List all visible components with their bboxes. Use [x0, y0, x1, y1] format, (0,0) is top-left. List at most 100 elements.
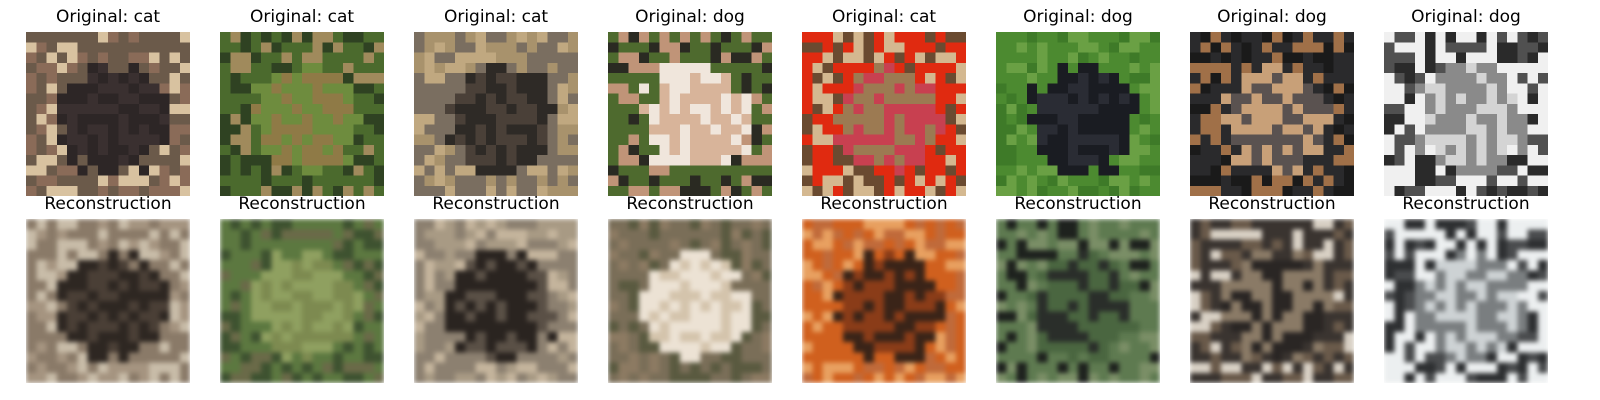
mosaic-cell — [516, 311, 527, 322]
mosaic-cell — [1466, 52, 1477, 63]
mosaic-cell — [1149, 83, 1160, 94]
mosaic-cell — [812, 52, 823, 63]
mosaic-cell — [1139, 219, 1150, 230]
mosaic-cell — [1435, 124, 1446, 135]
mosaic-cell — [373, 144, 384, 156]
mosaic-cell — [904, 114, 915, 125]
mosaic-cell — [159, 103, 170, 115]
mosaic-cell — [455, 249, 466, 261]
mosaic-cell — [567, 311, 578, 322]
mosaic-cell — [679, 144, 691, 156]
mosaic-cell — [1292, 301, 1303, 312]
mosaic-cell — [67, 249, 78, 261]
mosaic-cell — [853, 114, 864, 125]
mosaic-cell — [1435, 280, 1446, 291]
mosaic-cell — [863, 32, 874, 43]
mosaic-cell — [118, 301, 129, 312]
mosaic-cell — [56, 175, 68, 186]
mosaic-cell — [1343, 62, 1354, 74]
mosaic-cell — [1517, 73, 1528, 84]
mosaic-cell — [1037, 185, 1048, 196]
mosaic-cell — [1445, 239, 1456, 250]
mosaic-cell — [1026, 331, 1038, 343]
mosaic-cell — [1210, 229, 1221, 240]
mosaic-cell — [240, 219, 251, 230]
mosaic-cell — [996, 73, 1007, 84]
mosaic-cell — [649, 144, 660, 156]
mosaic-cell — [904, 185, 915, 196]
mosaic-cell — [638, 114, 650, 125]
mosaic-cell — [1445, 249, 1456, 261]
mosaic-cell — [1261, 165, 1273, 176]
mosaic-cell — [424, 372, 435, 383]
mosaic-cell — [822, 352, 833, 363]
mosaic-cell — [925, 280, 936, 291]
mosaic-cell — [1527, 362, 1538, 373]
mosaic-cell — [128, 301, 139, 312]
mosaic-cell — [863, 362, 874, 373]
mosaic-cell — [496, 73, 507, 84]
mosaic-cell — [1343, 229, 1354, 240]
mosaic-cell — [138, 134, 150, 145]
mosaic-cell — [1016, 219, 1027, 230]
mosaic-cell — [169, 103, 180, 115]
mosaic-cell — [822, 42, 833, 53]
mosaic-cell — [935, 175, 946, 186]
mosaic-cell — [322, 175, 333, 186]
mosaic-cell — [1067, 73, 1079, 84]
mosaic-cell — [414, 372, 425, 383]
mosaic-cell — [802, 229, 813, 240]
mosaic-cell — [812, 301, 823, 312]
mosaic-cell — [1537, 185, 1548, 196]
mosaic-cell — [1435, 175, 1446, 186]
mosaic-cell — [690, 362, 701, 373]
mosaic-cell — [363, 321, 374, 332]
mosaic-cell — [516, 144, 527, 156]
mosaic-cell — [1108, 93, 1120, 104]
mosaic-cell — [1404, 114, 1415, 125]
mosaic-cell — [506, 239, 517, 250]
mosaic-cell — [1313, 93, 1324, 104]
mosaic-cell — [87, 32, 98, 43]
mosaic-cell — [118, 260, 129, 271]
mosaic-cell — [547, 249, 558, 261]
mosaic-cell — [414, 52, 425, 63]
mosaic-cell — [914, 32, 926, 43]
original-image-mosaic — [1384, 32, 1548, 196]
mosaic-cell — [547, 93, 558, 104]
mosaic-cell — [690, 342, 701, 353]
mosaic-cell — [1333, 301, 1344, 312]
mosaic-cell — [1261, 321, 1273, 332]
mosaic-cell — [138, 362, 150, 373]
mosaic-cell — [638, 134, 650, 145]
mosaic-cell — [659, 342, 670, 353]
mosaic-cell — [649, 260, 660, 271]
mosaic-cell — [1037, 42, 1048, 53]
mosaic-cell — [659, 270, 670, 281]
mosaic-cell — [638, 362, 650, 373]
mosaic-cell — [1527, 114, 1538, 125]
mosaic-cell — [669, 185, 680, 196]
mosaic-cell — [935, 93, 946, 104]
mosaic-cell — [363, 52, 374, 63]
mosaic-cell — [1455, 260, 1467, 271]
mosaic-cell — [87, 144, 98, 156]
mosaic-cell — [149, 185, 160, 196]
mosaic-cell — [36, 185, 47, 196]
mosaic-cell — [220, 321, 231, 332]
mosaic-cell — [1098, 52, 1109, 63]
mosaic-cell — [618, 114, 629, 125]
mosaic-cell — [1057, 144, 1068, 156]
mosaic-cell — [628, 311, 639, 322]
mosaic-cell — [1047, 114, 1058, 125]
mosaic-cell — [1016, 103, 1027, 115]
mosaic-cell — [343, 239, 354, 250]
mosaic-cell — [1476, 42, 1487, 53]
mosaic-cell — [1282, 321, 1293, 332]
mosaic-cell — [1047, 52, 1058, 63]
mosaic-cell — [720, 372, 732, 383]
mosaic-cell — [77, 239, 88, 250]
mosaic-cell — [302, 219, 313, 230]
mosaic-cell — [1343, 362, 1354, 373]
mosaic-cell — [281, 342, 292, 353]
